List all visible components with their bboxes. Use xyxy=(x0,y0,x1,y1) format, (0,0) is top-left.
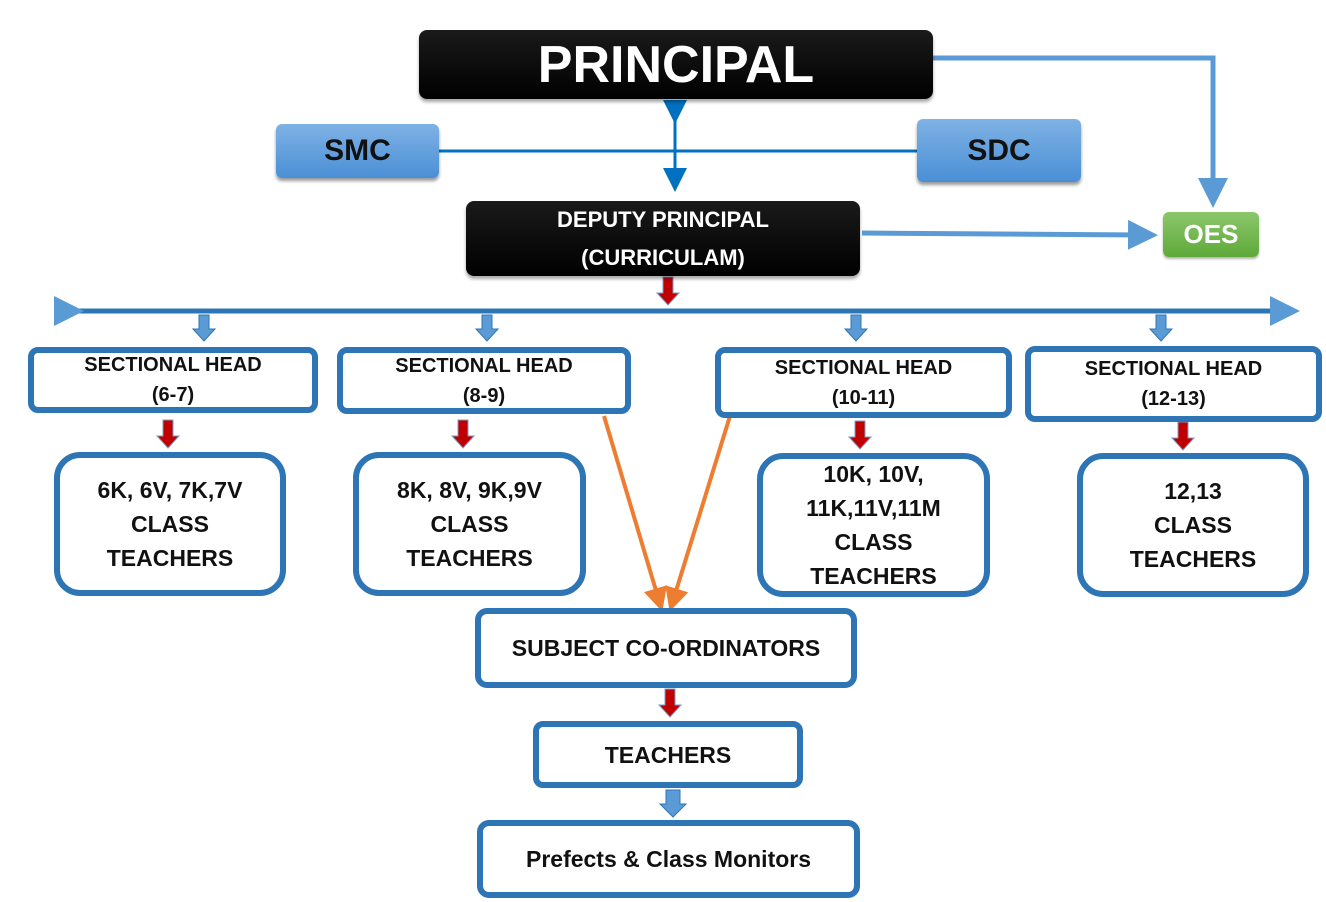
teachers-box: TEACHERS xyxy=(533,721,803,788)
red-arrows xyxy=(155,276,1196,718)
sectional-head-title: SECTIONAL HEAD xyxy=(395,354,573,377)
class-line: CLASS xyxy=(430,511,509,537)
class-line: TEACHERS xyxy=(1129,546,1257,572)
sectional-head-8-9: SECTIONAL HEAD (8-9) xyxy=(337,347,631,414)
subject-coordinators-box: SUBJECT CO-ORDINATORS xyxy=(475,608,857,688)
blue-down-arrows xyxy=(191,314,1174,818)
sectional-head-title: SECTIONAL HEAD xyxy=(1084,358,1263,380)
class-line: 6K, 6V, 7K,7V xyxy=(97,477,243,503)
class-line: CLASS xyxy=(1154,512,1232,538)
class-line: TEACHERS xyxy=(106,545,234,571)
class-line: TEACHERS xyxy=(810,563,937,589)
class-teachers-8-9: 8K, 8V, 9K,9V CLASS TEACHERS xyxy=(353,452,586,596)
blue-arrow-s4 xyxy=(1148,314,1174,342)
red-arrow-s3 xyxy=(847,420,873,450)
sectional-head-range: (12-13) xyxy=(1141,388,1206,410)
class-line: 11K,11V,11M xyxy=(806,495,941,521)
blue-arrow-s1 xyxy=(191,314,217,342)
red-arrow-deputy xyxy=(655,276,681,306)
red-arrow-s1 xyxy=(155,419,181,449)
blue-arrow-teachers xyxy=(658,789,688,818)
deputy-oes-arrow xyxy=(861,219,1158,250)
sectional-head-title: SECTIONAL HEAD xyxy=(84,354,262,376)
class-teachers-6-7: 6K, 6V, 7K,7V CLASS TEACHERS xyxy=(54,452,286,596)
deputy-line2: (CURRICULAM) xyxy=(581,244,745,270)
sectional-head-title: SECTIONAL HEAD xyxy=(774,356,953,379)
sectional-head-6-7: SECTIONAL HEAD (6-7) xyxy=(28,347,318,413)
class-line: CLASS xyxy=(131,511,209,537)
class-line: CLASS xyxy=(834,529,913,555)
red-arrow-subject xyxy=(657,688,683,718)
oes-box: OES xyxy=(1163,212,1259,257)
red-arrow-s2 xyxy=(450,419,476,449)
sectional-head-range: (6-7) xyxy=(151,384,195,406)
class-teachers-12-13: 12,13 CLASS TEACHERS xyxy=(1077,453,1309,597)
blue-arrow-s2 xyxy=(474,314,500,342)
class-teachers-10-11: 10K, 10V, 11K,11V,11M CLASS TEACHERS xyxy=(757,453,990,597)
red-arrow-s4 xyxy=(1170,421,1196,451)
orange-arrow-left xyxy=(602,415,667,612)
sdc-box: SDC xyxy=(917,119,1081,182)
class-line: 10K, 10V, xyxy=(823,461,924,487)
sectional-head-12-13: SECTIONAL HEAD (12-13) xyxy=(1025,346,1322,422)
principal-box: PRINCIPAL xyxy=(419,30,933,99)
sectional-head-range: (8-9) xyxy=(462,384,506,407)
sectional-head-range: (10-11) xyxy=(831,386,896,409)
class-line: 12,13 xyxy=(1164,478,1222,504)
class-line: 8K, 8V, 9K,9V xyxy=(397,477,542,503)
blue-arrow-s3 xyxy=(843,314,869,342)
deputy-principal-box: DEPUTY PRINCIPAL (CURRICULAM) xyxy=(466,201,860,276)
principal-oes-arrow xyxy=(933,55,1228,208)
orange-arrow-right xyxy=(665,415,732,612)
deputy-line1: DEPUTY PRINCIPAL xyxy=(557,206,769,232)
class-line: TEACHERS xyxy=(406,545,533,571)
prefects-box: Prefects & Class Monitors xyxy=(477,820,860,898)
sectional-head-10-11: SECTIONAL HEAD (10-11) xyxy=(715,347,1012,418)
smc-box: SMC xyxy=(276,124,439,178)
